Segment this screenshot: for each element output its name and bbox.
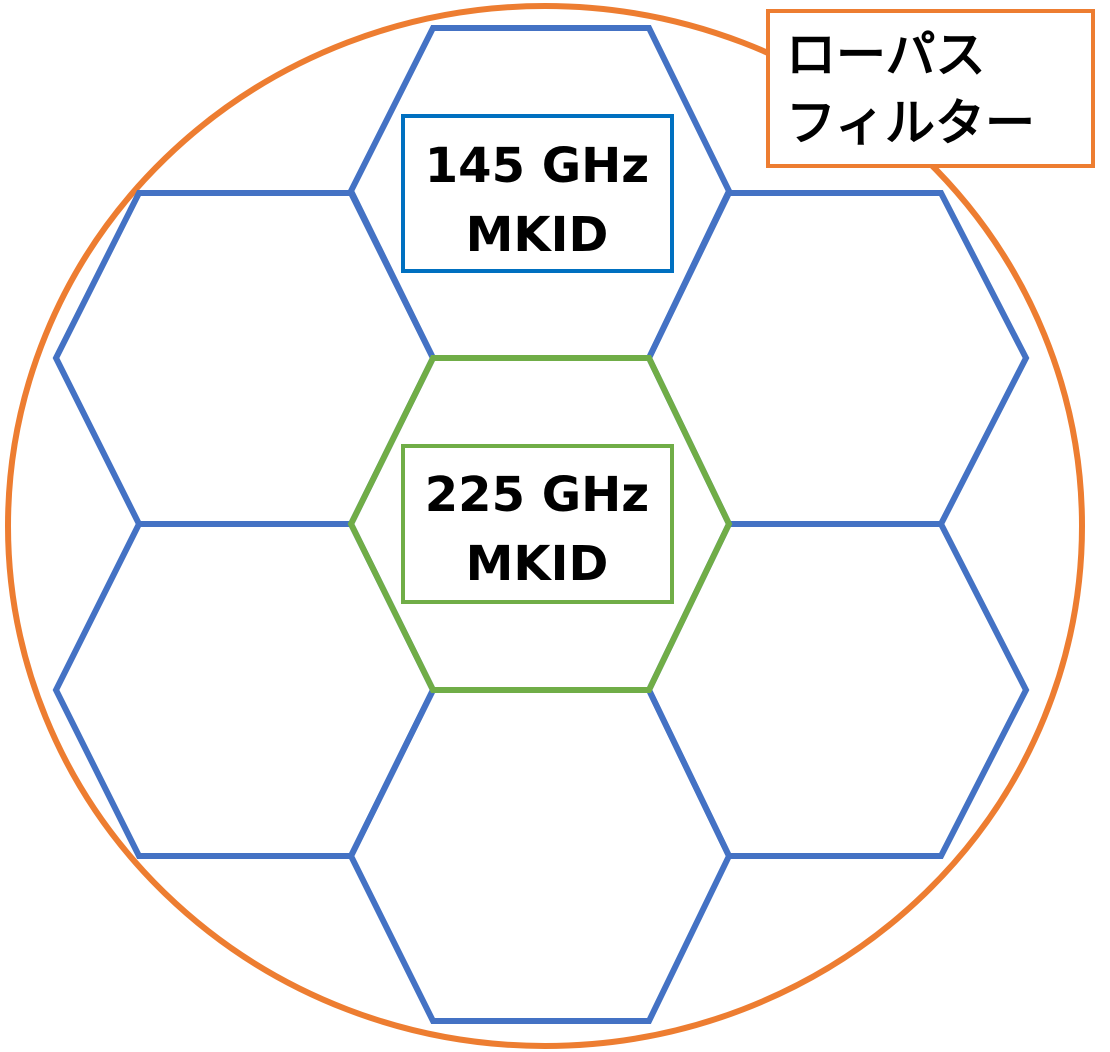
filter-label-line2: フィルター [786, 94, 1035, 152]
hex-pixel-bottom [347, 687, 733, 1024]
label-225-line2: MKID [466, 536, 609, 592]
label-box-145 [401, 114, 674, 273]
filter-label-line1: ローパス [786, 26, 986, 84]
filter-label-box [766, 9, 1095, 168]
label-145-line1: 145 GHz [425, 138, 649, 194]
low-pass-filter-circle [5, 3, 1085, 1049]
hex-pixel-center [347, 355, 733, 693]
label-145-line2: MKID [466, 207, 609, 263]
label-box-225 [401, 444, 674, 604]
label-225-line1: 225 GHz [425, 467, 649, 523]
